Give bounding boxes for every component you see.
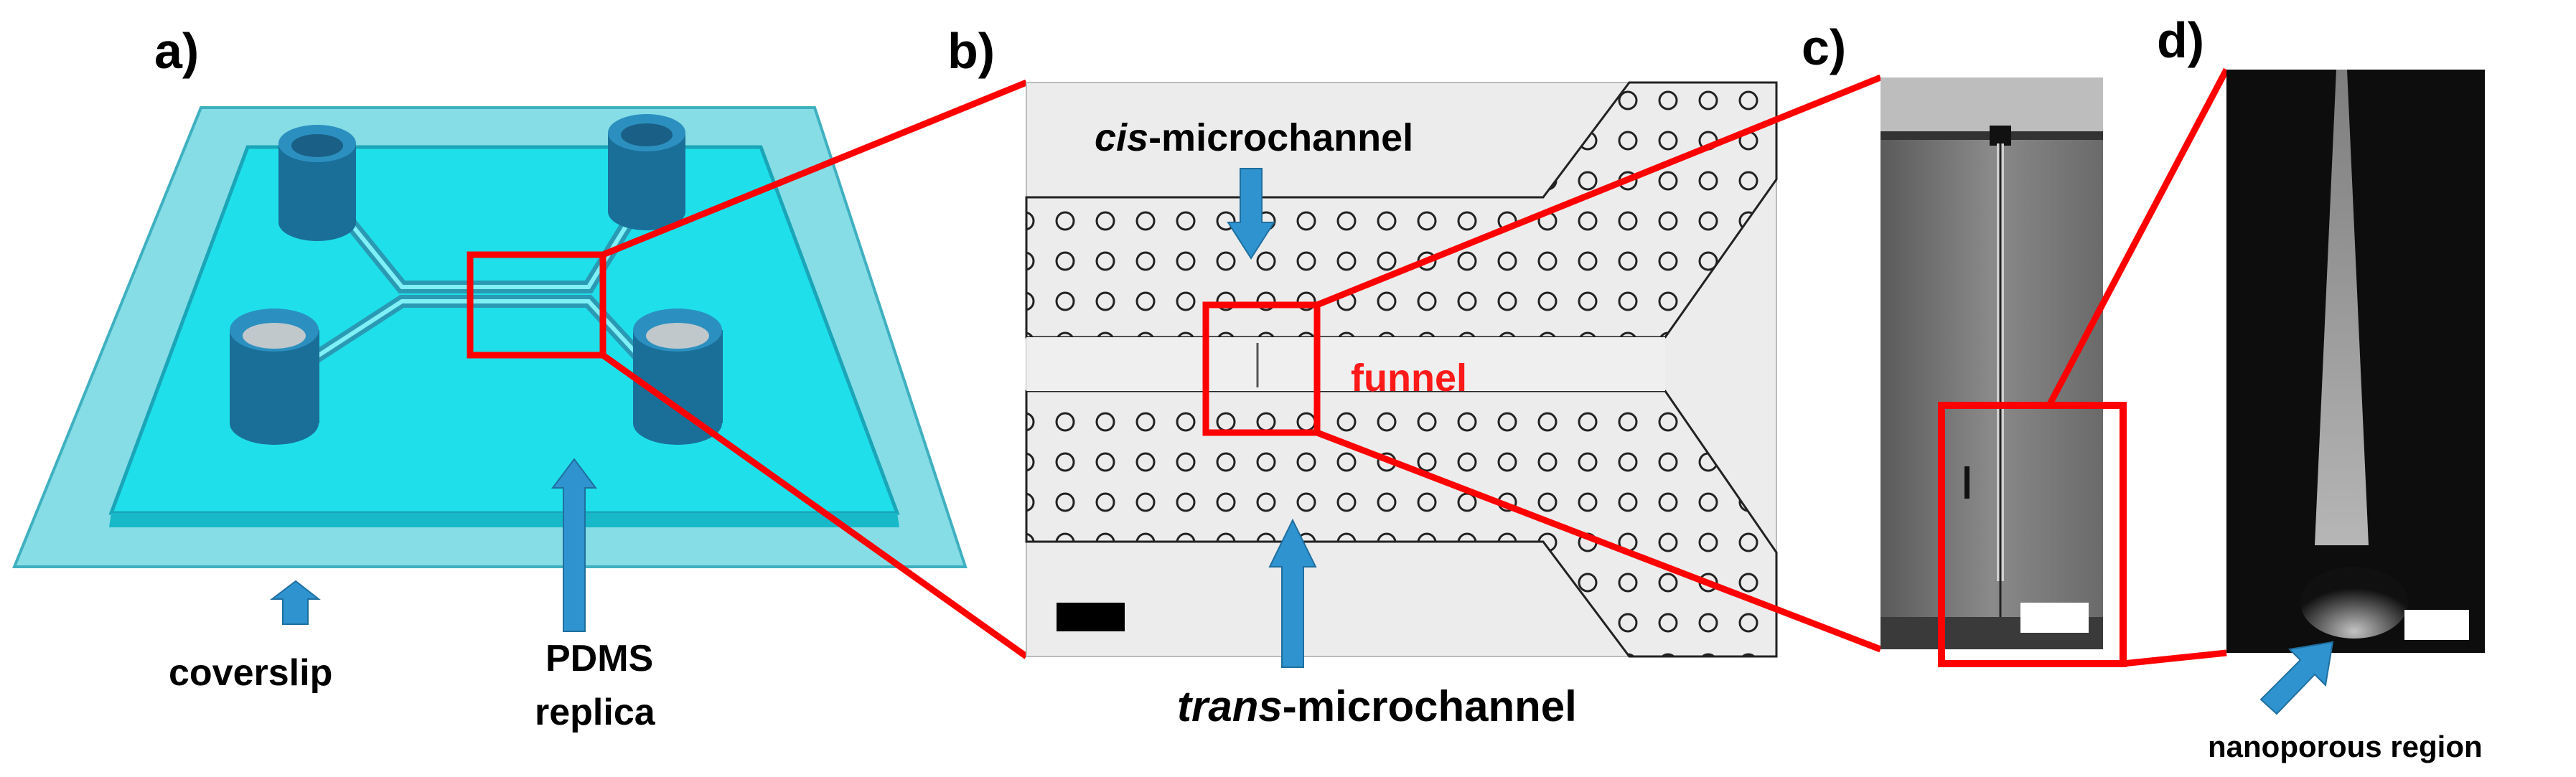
cis-rest: -microchannel <box>1148 116 1413 159</box>
cis-label: cis-microchannel <box>1095 116 1413 159</box>
reservoir-top-left <box>278 125 356 241</box>
pdms-replica <box>108 145 900 515</box>
coverslip-label: coverslip <box>169 652 332 694</box>
pdms-label-line1: PDMS <box>545 638 653 679</box>
zoom-box-a <box>467 251 606 359</box>
trans-rest: -microchannel <box>1283 682 1577 730</box>
reservoir-bottom-left <box>230 309 319 445</box>
panel-label-b: b) <box>947 23 995 79</box>
pdms-edge <box>109 513 899 527</box>
panel-label-d: d) <box>2157 12 2204 68</box>
panel-a: a) coverslip PDMS replica <box>12 23 968 733</box>
panel-b: b) cis-microchannel funnel trans-microch… <box>947 23 1778 730</box>
trans-label: trans-microchannel <box>1177 682 1577 730</box>
zoom-connectors-bc <box>1316 74 1882 653</box>
lower-channel <box>1025 390 1778 658</box>
cis-italic: cis <box>1095 116 1148 159</box>
panel-c: c) <box>1802 19 2127 667</box>
scale-bar-d <box>2404 610 2469 640</box>
micrograph-c <box>1881 77 2103 649</box>
zoom-box-b <box>1202 301 1321 436</box>
zoom-connectors-cd <box>2046 67 2229 667</box>
funnel-label: funnel <box>1351 357 1467 400</box>
zoom-connectors-ab <box>601 79 1029 659</box>
reservoir-top-right <box>608 114 685 230</box>
scale-bar-c <box>2020 603 2089 633</box>
zoom-box-c <box>1938 402 2127 667</box>
nanoporous-label: nanoporous region <box>2208 730 2483 763</box>
arrow-icon <box>2259 641 2334 715</box>
arrow-icon <box>551 458 597 632</box>
trans-italic: trans <box>1177 682 1283 730</box>
arrow-icon <box>1227 168 1275 260</box>
panel-label-a: a) <box>154 23 199 79</box>
scale-bar-b <box>1057 603 1125 631</box>
reservoir-bottom-right <box>633 309 723 445</box>
panel-d: d) nanoporous region <box>2157 12 2485 763</box>
arrow-icon <box>270 580 321 625</box>
panel-label-c: c) <box>1802 19 1846 75</box>
pdms-label-line2: replica <box>535 692 656 733</box>
arrow-icon <box>1268 518 1317 668</box>
